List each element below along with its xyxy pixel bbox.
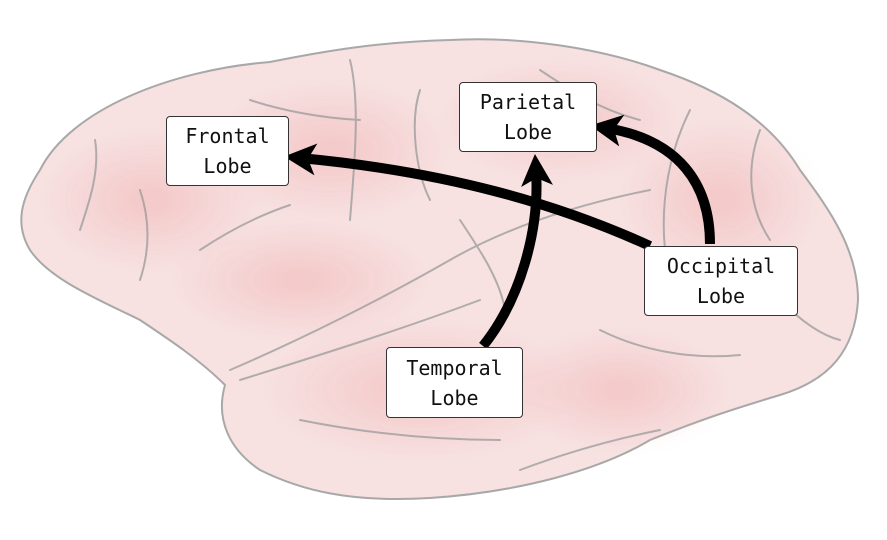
arrow-occipital-to-frontal	[284, 143, 653, 251]
parietal-lobe-line1: Parietal	[479, 90, 577, 114]
frontal-lobe-line1: Frontal	[185, 124, 270, 148]
connection-arrows	[284, 114, 715, 350]
frontal-lobe-label: Frontal Lobe	[166, 116, 289, 186]
parietal-lobe-line2: Lobe	[503, 120, 553, 144]
brain-sulci	[79, 59, 841, 471]
occipital-lobe-line2: Lobe	[696, 284, 746, 308]
arrow-occipital-to-parietal	[590, 114, 715, 245]
frontal-lobe-line2: Lobe	[203, 154, 252, 178]
occipital-lobe-line1: Occipital	[666, 254, 776, 278]
temporal-lobe-line2: Lobe	[430, 385, 479, 410]
temporal-lobe-label: Temporal Lobe	[386, 347, 523, 418]
arrow-temporal-to-parietal	[479, 154, 554, 350]
occipital-lobe-label: Occipital Lobe	[644, 246, 798, 316]
temporal-lobe-line1: Temporal	[406, 355, 503, 380]
parietal-lobe-label: Parietal Lobe	[459, 82, 597, 152]
